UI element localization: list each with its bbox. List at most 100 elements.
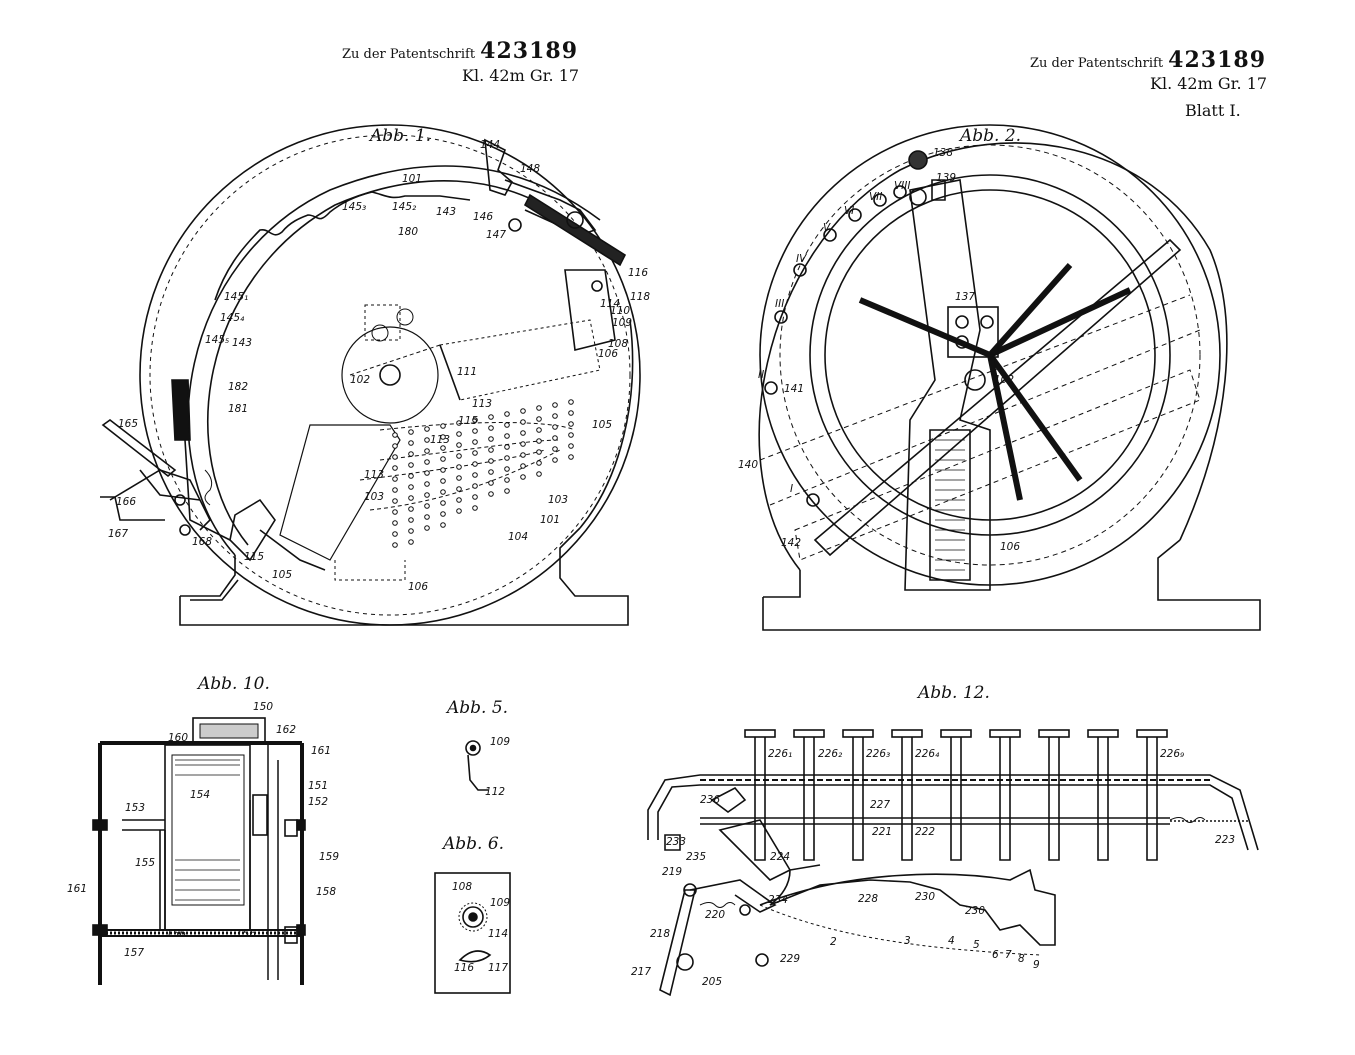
abb10-label: 156 — [236, 928, 256, 940]
abb12-label: 2 — [830, 936, 837, 948]
pin-dot — [424, 525, 430, 531]
abb6-title: Abb. 6. — [443, 834, 505, 854]
abb10-drawing — [92, 717, 306, 985]
abb12-label: 4 — [948, 935, 955, 947]
pin-dot — [472, 505, 478, 511]
pin-dot — [424, 459, 430, 465]
pin-dot — [520, 441, 526, 447]
pin-dot — [472, 472, 478, 478]
pin-dot — [504, 455, 510, 461]
abb1-label: 103 — [364, 491, 384, 503]
pin-dot — [408, 440, 414, 446]
abb1-label: 180 — [398, 226, 418, 238]
pin-dot — [424, 492, 430, 498]
abb1-label: 116 — [628, 267, 648, 279]
pin-dot — [504, 433, 510, 439]
abb1-label: 113 — [364, 469, 384, 481]
abb1-label: 115 — [244, 551, 264, 563]
abb1-label: 108 — [608, 338, 628, 350]
abb1-label: 146 — [473, 211, 493, 223]
pin-dot — [408, 484, 414, 490]
abb12-label: 223 — [1215, 834, 1235, 846]
pin-dot — [552, 446, 558, 452]
abb1-label: 106 — [408, 581, 428, 593]
header-right-prefix: Zu der Patentschrift — [1030, 56, 1164, 71]
pin-dot — [568, 454, 574, 460]
abb2-drawing — [758, 124, 1261, 631]
abb1-label: 101 — [402, 173, 422, 185]
header-left-class: Kl. 42m Gr. 17 — [462, 66, 580, 85]
abb10-label: 155 — [135, 857, 155, 869]
pin-dot — [568, 410, 574, 416]
abb1-label: 103 — [548, 494, 568, 506]
abb1-label: 181 — [228, 403, 248, 415]
abb10-label: 161 — [67, 883, 87, 895]
abb1-label: 113 — [472, 398, 492, 410]
abb1-label: 145₂ — [392, 201, 417, 213]
key-stem — [1038, 729, 1070, 861]
pin-dot — [520, 419, 526, 425]
abb1-label: 167 — [108, 528, 128, 540]
pin-dot — [504, 411, 510, 417]
key-stem — [989, 729, 1021, 861]
abb12-label: 234 — [768, 894, 788, 906]
pin-dot — [440, 478, 446, 484]
key-stem — [793, 729, 825, 861]
key-stem — [1136, 729, 1168, 861]
pin-dot — [536, 405, 542, 411]
abb12-label: 230 — [915, 891, 935, 903]
abb2-label: V — [823, 222, 831, 234]
pin-dot — [408, 528, 414, 534]
abb12-label: 226₃ — [866, 748, 890, 760]
pin-dot — [440, 434, 446, 440]
abb1-label: 168 — [192, 536, 212, 548]
abb1-label: 105 — [272, 569, 292, 581]
pin-dot — [440, 445, 446, 451]
pin-dot — [424, 437, 430, 443]
abb6-label: 109 — [490, 897, 510, 909]
header-right-sheet: Blatt I. — [1185, 101, 1241, 120]
abb5-label: 109 — [490, 736, 510, 748]
pin-dot — [440, 500, 446, 506]
abb1-label: 104 — [508, 531, 528, 543]
abb12-label: 224 — [770, 851, 790, 863]
abb12-label: 5 — [973, 939, 980, 951]
pin-dot — [408, 451, 414, 457]
pin-dot — [440, 456, 446, 462]
abb2-label: VI — [844, 205, 854, 217]
key-stem — [1087, 729, 1119, 861]
key-stem — [842, 729, 874, 861]
abb1-title: Abb. 1. — [370, 126, 432, 146]
abb2-label: VIII — [894, 180, 910, 192]
pin-dot — [520, 463, 526, 469]
pin-dot — [456, 420, 462, 426]
abb12-label: 226₂ — [818, 748, 843, 760]
abb10-label: 154 — [190, 789, 210, 801]
header-right-class: Kl. 42m Gr. 17 — [1150, 74, 1268, 93]
pin-dot — [568, 432, 574, 438]
abb2-label: 106 — [1000, 541, 1020, 553]
abb1-label: 102 — [350, 374, 370, 386]
abb12-label: 229 — [780, 953, 800, 965]
pin-dot — [488, 414, 494, 420]
abb1-label: 145₃ — [342, 201, 366, 213]
header-left-prefix: Zu der Patentschrift — [342, 47, 476, 62]
abb1-label: 147 — [486, 229, 506, 241]
pin-dot — [568, 443, 574, 449]
abb12-label: 6 — [992, 949, 999, 961]
abb1-label: 145₁ — [224, 291, 248, 303]
abb1-label: 101 — [540, 514, 560, 526]
abb12-label: 218 — [650, 928, 670, 940]
pin-dot — [456, 508, 462, 514]
pin-dot — [552, 435, 558, 441]
pin-dot — [520, 430, 526, 436]
pin-dot — [472, 461, 478, 467]
pin-dot — [392, 498, 398, 504]
pin-dot — [440, 522, 446, 528]
pin-dot — [392, 465, 398, 471]
pin-dot — [488, 425, 494, 431]
pin-dot — [392, 432, 398, 438]
abb5-title: Abb. 5. — [447, 698, 509, 718]
abb6-drawing — [434, 872, 511, 994]
pin-dot — [408, 429, 414, 435]
